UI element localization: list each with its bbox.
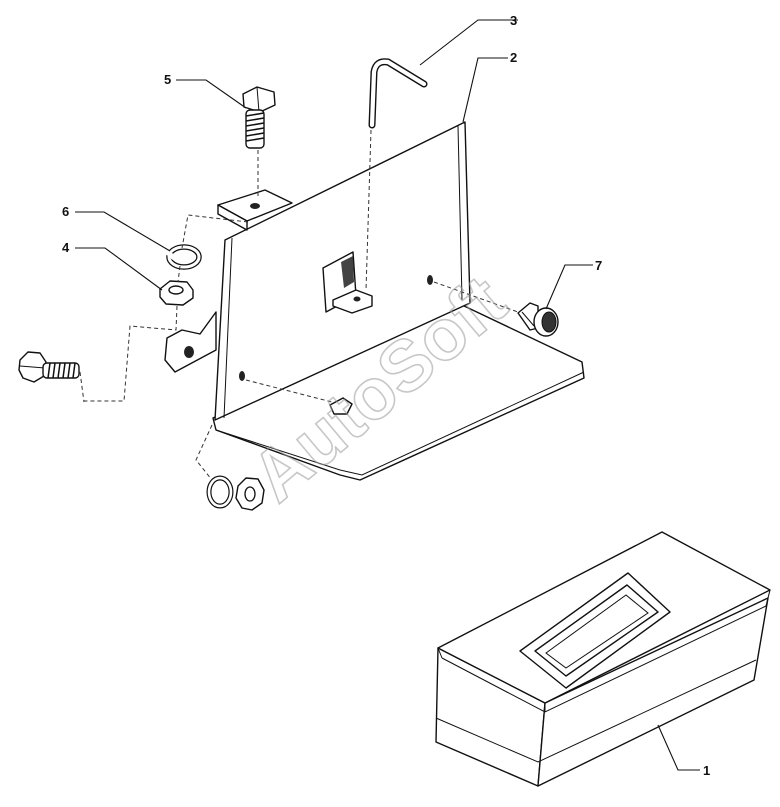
callout-1: 1 bbox=[703, 763, 710, 778]
leader-7 bbox=[545, 264, 593, 310]
battery-box bbox=[435, 531, 771, 787]
leader-6 bbox=[75, 211, 171, 252]
leader-1 bbox=[657, 724, 700, 771]
callout-3: 3 bbox=[510, 13, 517, 28]
lower-nut bbox=[235, 477, 265, 511]
retaining-hook bbox=[368, 58, 428, 129]
callout-2: 2 bbox=[510, 50, 517, 65]
callout-labels: 3 2 5 6 4 7 1 bbox=[62, 13, 710, 778]
hex-nut-body bbox=[159, 280, 194, 306]
battery-box-band bbox=[435, 659, 757, 763]
bolt-vertical bbox=[242, 86, 276, 149]
bracket-hole-right bbox=[427, 275, 433, 285]
lower-nut-body bbox=[235, 477, 265, 511]
callout-6: 6 bbox=[62, 204, 69, 219]
lock-washer bbox=[164, 244, 202, 270]
retaining-knob bbox=[517, 302, 559, 337]
hex-nut bbox=[159, 280, 194, 306]
lower-washer bbox=[206, 475, 234, 509]
bracket-hole-left bbox=[239, 371, 245, 381]
battery-box-side-face bbox=[537, 597, 769, 787]
leader-5 bbox=[176, 79, 247, 109]
bracket-inner-fastener bbox=[329, 397, 353, 415]
bolt-horizontal bbox=[18, 351, 80, 383]
assembly-guides bbox=[79, 129, 519, 481]
battery-box-handle-grip bbox=[545, 594, 649, 669]
mounting-bracket bbox=[164, 121, 585, 481]
leader-4 bbox=[75, 247, 163, 291]
battery-box-handle-inner bbox=[534, 584, 659, 677]
bracket-top-tab-hole bbox=[250, 203, 260, 209]
leader-3 bbox=[419, 19, 518, 66]
bracket-side-tab bbox=[164, 311, 217, 373]
callout-7: 7 bbox=[595, 258, 602, 273]
leader-2 bbox=[462, 57, 508, 123]
leader-lines bbox=[75, 19, 700, 771]
callout-5: 5 bbox=[164, 72, 171, 87]
bracket-side-tab-hole bbox=[184, 346, 194, 358]
callout-4: 4 bbox=[62, 240, 70, 255]
bracket-clip bbox=[332, 289, 373, 314]
